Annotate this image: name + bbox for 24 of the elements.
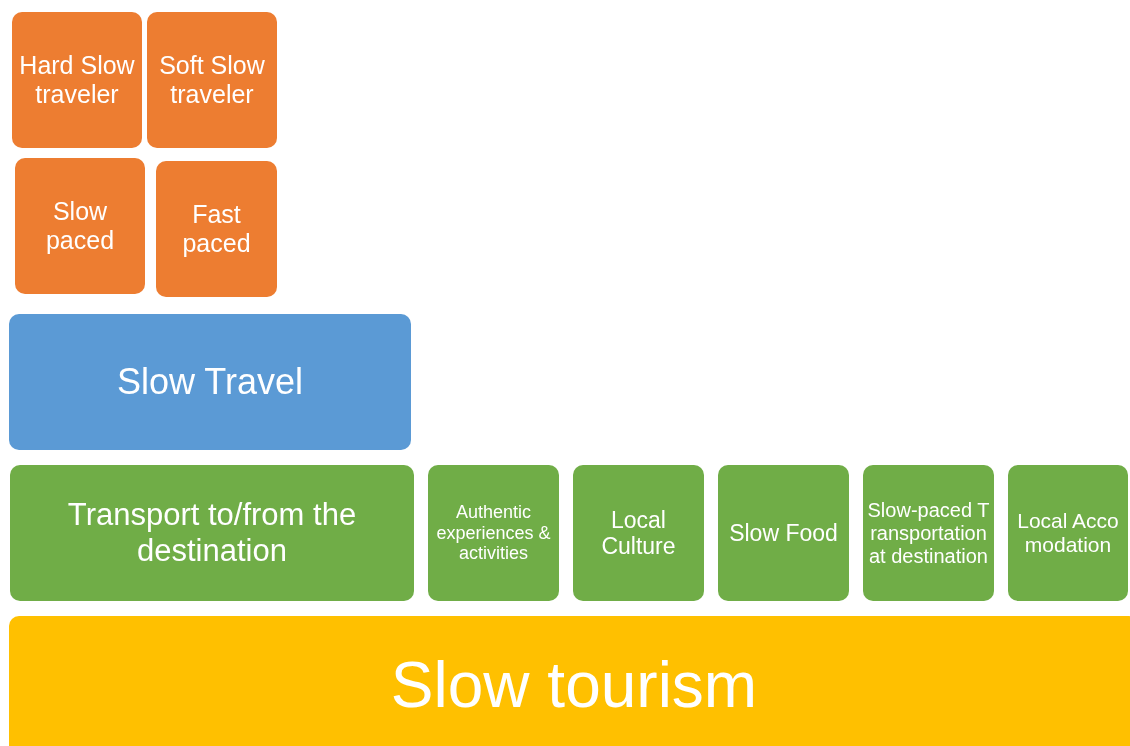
traveler-box bbox=[12, 12, 142, 148]
component-box bbox=[573, 465, 704, 601]
component-box bbox=[10, 465, 414, 601]
box-label: Slow paced bbox=[44, 197, 116, 255]
traveler-box bbox=[147, 12, 277, 148]
pace-box bbox=[156, 161, 277, 297]
box-label: Fast paced bbox=[181, 200, 252, 258]
box-label: Local Accomodation bbox=[1016, 508, 1120, 558]
component-box bbox=[863, 465, 994, 601]
component-box bbox=[718, 465, 849, 601]
box-label: Transport to/from the destination bbox=[66, 497, 358, 569]
box-label: Slow Travel bbox=[116, 361, 304, 403]
travel-box bbox=[9, 314, 411, 450]
pace-box bbox=[15, 158, 145, 294]
box-label: Slow tourism bbox=[390, 649, 758, 723]
box-label: Authentic experiences & activities bbox=[435, 501, 552, 565]
box-label: Slow-paced Transportation at destination bbox=[866, 498, 991, 568]
tourism-bar bbox=[9, 616, 1130, 746]
box-label: Soft Slow traveler bbox=[158, 51, 266, 109]
box-label: Hard Slow traveler bbox=[18, 51, 136, 109]
box-label: Slow Food bbox=[729, 519, 838, 547]
component-box bbox=[1008, 465, 1128, 601]
component-box bbox=[428, 465, 559, 601]
box-label: Local Culture bbox=[600, 506, 677, 560]
